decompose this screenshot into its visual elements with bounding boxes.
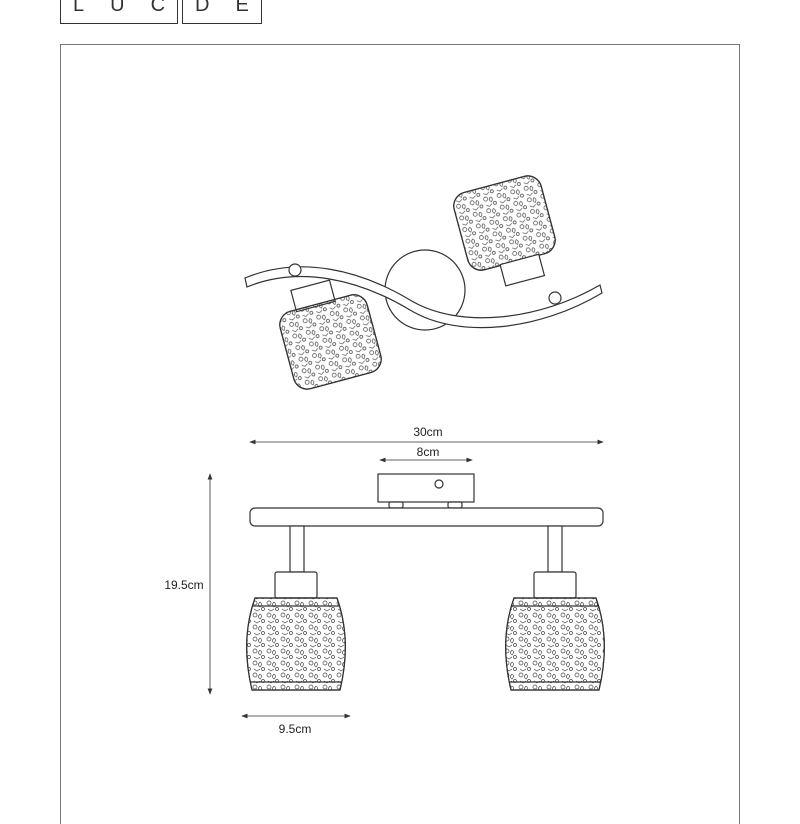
brand-logo: L U C D E [60,0,262,24]
label-height: 19.5cm [164,578,203,592]
front-view [246,473,605,691]
label-shade-width: 9.5cm [279,722,312,736]
bar [249,507,604,527]
bar-joint [548,291,562,305]
logo-letter: E [235,0,249,16]
top-shade-left [279,279,382,390]
canopy-screw [434,479,444,489]
canopy-nub [447,501,463,509]
label-total-width: 30cm [413,425,442,439]
logo-letter: C [150,0,166,16]
dimension-lines [207,439,604,719]
canopy-nub [388,501,404,509]
drawing-frame [60,44,740,824]
technical-drawing: 30cm 8cm 19.5cm 9.5cm [164,175,605,736]
top-shade-right [453,175,556,287]
logo-letter: L [73,0,85,16]
label-canopy-width: 8cm [417,445,440,459]
logo-letter: D [195,0,210,16]
logo-right-box: D E [182,0,262,24]
logo-letter: U [110,0,125,16]
top-view [244,175,603,390]
canopy [377,473,475,503]
front-spot-right [505,525,605,691]
front-spot-left [246,525,346,691]
logo-left-box: L U C [60,0,179,24]
wavy-bar [244,266,603,329]
bar-joint [288,263,302,277]
